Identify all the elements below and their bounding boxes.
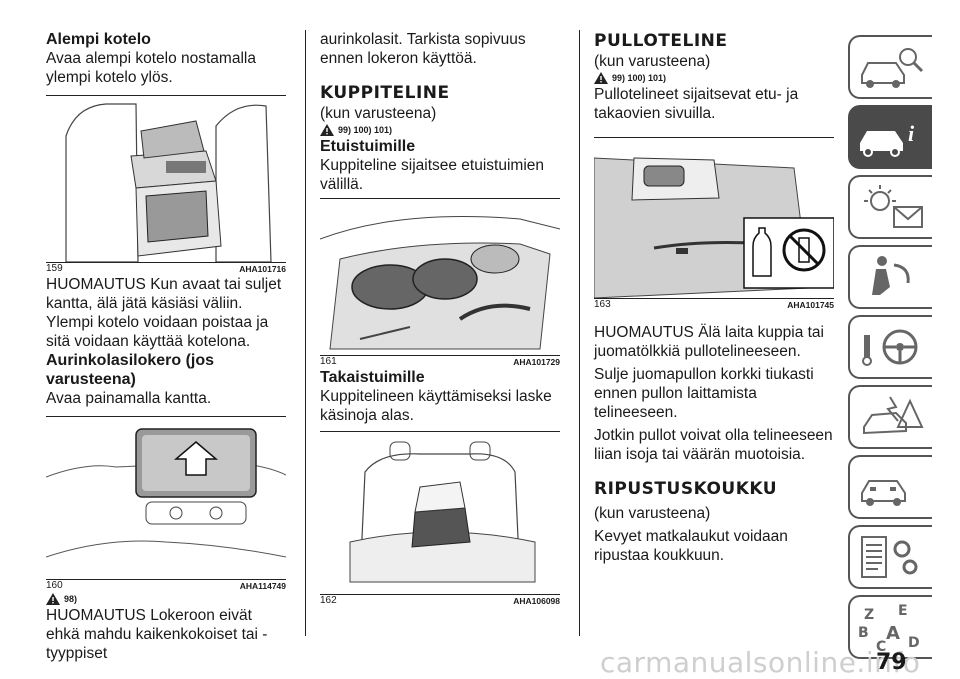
car-search-icon (861, 48, 924, 88)
figure-caption: 163 AHA101745 (594, 299, 834, 311)
car-service-icon (861, 480, 906, 506)
column-1: Alempi kotelo Avaa alempi kotelo nostama… (46, 30, 286, 663)
figure-162 (320, 431, 560, 595)
heading-bottle-holder: PULLOTELINE (594, 31, 728, 51)
warning-reference-numbers: 98) (64, 594, 78, 604)
warning-reference: 98) (46, 592, 286, 606)
svg-text:B: B (858, 625, 869, 641)
svg-text:E: E (898, 603, 908, 619)
figure-code: AHA106098 (513, 596, 560, 606)
warning-reference-numbers: 99) 100) 101) (612, 73, 667, 83)
watermark: carmanualsonline.info (600, 646, 921, 679)
figure-number: 160 (46, 580, 63, 591)
warning-reference-numbers: 99) 100) 101) (338, 125, 393, 135)
warning-triangle-icon (320, 124, 334, 136)
paragraph: HUOMAUTUS Lokeroon eivät ehkä mahdu kaik… (46, 607, 268, 662)
airbag-seat-icon (872, 256, 910, 295)
tab-maintenance[interactable] (848, 455, 932, 519)
warning-triangle-icon (46, 593, 60, 605)
figure-159 (46, 95, 286, 263)
spec-list-gear-icon (861, 536, 918, 578)
heading-front-seats: Etuistuimille (320, 138, 416, 155)
figure-160 (46, 416, 286, 580)
column-2: aurinkolasit. Tarkista sopivuus ennen lo… (320, 30, 560, 607)
paragraph: HUOMAUTUS Kun avaat tai suljet kantta, ä… (46, 276, 282, 350)
heading-cup-holder: KUPPITELINE (320, 83, 450, 103)
figure-code: AHA114749 (239, 581, 286, 591)
figure-number: 161 (320, 356, 337, 367)
tab-warning-lights[interactable] (848, 175, 932, 239)
page-number: 79 (876, 650, 907, 675)
figure-caption: 161 AHA101729 (320, 356, 560, 368)
paragraph: Kevyet matkalaukut voidaan ripustaa kouk… (594, 528, 788, 564)
car-crash-icon (863, 396, 924, 435)
figure-161 (320, 198, 560, 356)
subheading-note: (kun varusteena) (594, 53, 711, 70)
svg-text:Z: Z (864, 607, 874, 623)
console-box-illustration (65, 103, 272, 262)
column-divider (305, 30, 306, 636)
warning-reference: 99) 100) 101) (594, 71, 834, 85)
tab-airbag-safety[interactable] (848, 245, 932, 309)
tab-technical-data[interactable] (848, 525, 932, 589)
paragraph: Jotkin pullot voivat olla telineeseen li… (594, 427, 833, 463)
figure-number: 162 (320, 595, 337, 606)
svg-text:D: D (908, 635, 920, 651)
alphabet-index-icon: Z E B AC D (858, 603, 920, 655)
figure-caption: 159 AHA101716 (46, 263, 286, 275)
subheading-note: (kun varusteena) (594, 505, 711, 522)
warning-light-icon (864, 185, 923, 228)
figure-caption: 162 AHA106098 (320, 595, 560, 607)
heading-sunglasses-holder: Aurinkolasilokero (jos varusteena) (46, 352, 215, 388)
svg-text:C: C (876, 639, 886, 655)
paragraph: Pullotelineet sijaitsevat etu- ja takaov… (594, 86, 799, 122)
svg-text:A: A (886, 623, 900, 644)
car-info-icon: i (860, 121, 915, 157)
paragraph: Avaa painamalla kantta. (46, 390, 212, 407)
warning-reference: 99) 100) 101) (320, 123, 560, 137)
door-bottle-holder-illustration (594, 157, 834, 298)
paragraph: Kuppiteline sijaitsee etuistuimien välil… (320, 157, 545, 193)
paragraph: Kuppitelineen käyttämiseksi laske käsino… (320, 388, 552, 424)
tab-starting-driving[interactable] (848, 315, 932, 379)
paragraph: HUOMAUTUS Älä laita kuppia tai juomatölk… (594, 324, 824, 360)
svg-text:i: i (908, 121, 915, 146)
front-cup-holder-illustration (320, 216, 560, 350)
subheading-note: (kun varusteena) (320, 105, 437, 122)
paragraph: Sulje juomapullon korkki tiukasti ennen … (594, 366, 814, 421)
warning-triangle-icon (594, 72, 608, 84)
tab-car-search[interactable] (848, 35, 932, 99)
figure-code: AHA101729 (513, 357, 560, 367)
figure-163 (594, 137, 834, 299)
column-divider (579, 30, 580, 636)
figure-number: 163 (594, 299, 611, 310)
heading-lower-box: Alempi kotelo (46, 31, 151, 48)
steering-wheel-key-icon (862, 329, 918, 366)
tab-emergency[interactable] (848, 385, 932, 449)
paragraph: Avaa alempi kotelo nostamalla ylempi kot… (46, 50, 256, 86)
paragraph: aurinkolasit. Tarkista sopivuus ennen lo… (320, 31, 526, 67)
rear-armrest-illustration (349, 441, 536, 583)
figure-code: AHA101716 (239, 264, 286, 274)
column-3: PULLOTELINE (kun varusteena) 99) 100) 10… (594, 30, 834, 565)
figure-caption: 160 AHA114749 (46, 580, 286, 592)
sunglasses-holder-illustration (46, 428, 286, 558)
heading-rear-seats: Takaistuimille (320, 369, 425, 386)
figure-code: AHA101745 (787, 300, 834, 310)
heading-hanging-hook: RIPUSTUSKOUKKU (594, 479, 778, 499)
tab-car-info[interactable]: i (848, 105, 932, 169)
figure-number: 159 (46, 263, 63, 274)
